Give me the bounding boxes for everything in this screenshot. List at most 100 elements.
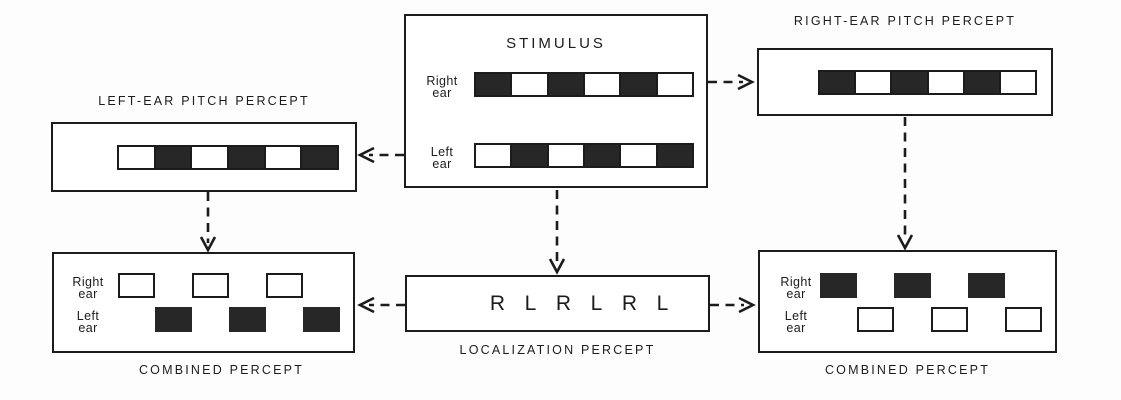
combined-left-title: COMBINED PERCEPT — [138, 363, 305, 377]
pattern-block-open — [192, 273, 229, 298]
localization-letter: R — [555, 292, 572, 315]
pattern-cell-open — [192, 147, 230, 168]
pattern-cell-filled — [621, 74, 658, 95]
pattern-cell-open — [548, 145, 585, 166]
combined-right-right-ear-row — [820, 273, 1042, 298]
combined-left-right-ear-row — [118, 273, 340, 298]
pattern-cell-filled — [155, 147, 193, 168]
pattern-block-filled — [820, 273, 857, 298]
left-pitch-title: LEFT-EAR PITCH PERCEPT — [98, 94, 310, 108]
combined-left-right-ear-label: Right ear — [72, 275, 104, 301]
pattern-slot — [155, 273, 192, 298]
combined-left-left-ear-label: Left ear — [76, 309, 100, 335]
pattern-slot — [155, 307, 192, 332]
pattern-slot — [931, 273, 968, 298]
left-pitch-box — [51, 122, 357, 192]
pattern-slot — [266, 307, 303, 332]
pattern-block-filled — [229, 307, 266, 332]
pattern-slot — [894, 307, 931, 332]
pattern-block-open — [857, 307, 894, 332]
localization-letter: L — [524, 292, 537, 315]
pattern-cell-filled — [548, 74, 585, 95]
pattern-block-filled — [303, 307, 340, 332]
pattern-cell-open — [265, 147, 303, 168]
pattern-slot — [229, 307, 266, 332]
pattern-slot — [820, 307, 857, 332]
stimulus-left-ear-strip — [474, 143, 694, 168]
combined-right-right-ear-label: Right ear — [780, 275, 812, 301]
combined-right-left-ear-label: Left ear — [784, 309, 808, 335]
left-pitch-strip — [117, 145, 339, 170]
pattern-slot — [192, 307, 229, 332]
pattern-slot — [229, 273, 266, 298]
localization-letter: R — [489, 292, 506, 315]
pattern-slot — [857, 273, 894, 298]
combined-left-left-ear-row — [118, 307, 340, 332]
pattern-cell-filled — [302, 147, 338, 168]
pattern-slot — [857, 307, 894, 332]
pattern-cell-open — [512, 74, 549, 95]
localization-letter: L — [656, 292, 669, 315]
combined-right-left-ear-row — [820, 307, 1042, 332]
combined-left-box: Right ear Left ear — [52, 252, 355, 353]
pattern-slot — [303, 273, 340, 298]
pattern-block-filled — [894, 273, 931, 298]
right-pitch-strip — [818, 70, 1037, 95]
pattern-block-filled — [968, 273, 1005, 298]
pattern-slot — [118, 307, 155, 332]
pattern-slot — [266, 273, 303, 298]
arrow-stimulus-to-localization — [548, 190, 566, 275]
arrow-right-pitch-to-combined-right — [896, 117, 914, 251]
pattern-cell-filled — [229, 147, 266, 168]
pattern-cell-filled — [512, 145, 549, 166]
pattern-cell-open — [928, 72, 965, 93]
arrow-left-pitch-to-combined-left — [199, 192, 217, 253]
localization-letter: R — [621, 292, 638, 315]
pattern-cell-open — [119, 147, 156, 168]
pattern-cell-open — [1000, 72, 1036, 93]
arrow-stimulus-to-right-pitch — [708, 73, 755, 91]
stimulus-left-ear-label: Left ear — [430, 145, 454, 171]
arrow-localization-to-combined-left — [357, 296, 405, 314]
pattern-cell-filled — [584, 145, 622, 166]
pattern-cell-open — [584, 74, 622, 95]
pattern-cell-open — [856, 72, 893, 93]
pattern-cell-open — [657, 74, 692, 95]
localization-letter: L — [590, 292, 603, 315]
pattern-cell-filled — [476, 74, 513, 95]
arrow-localization-to-combined-right — [710, 296, 756, 314]
stimulus-right-ear-strip — [474, 72, 694, 97]
stimulus-right-ear-label: Right ear — [426, 74, 458, 100]
pattern-cell-filled — [964, 72, 1001, 93]
pattern-slot — [1005, 273, 1042, 298]
pattern-slot — [1005, 307, 1042, 332]
pattern-block-open — [1005, 307, 1042, 332]
pattern-block-open — [266, 273, 303, 298]
pattern-block-open — [118, 273, 155, 298]
localization-title: LOCALIZATION PERCEPT — [459, 343, 656, 357]
combined-right-title: COMBINED PERCEPT — [824, 363, 991, 377]
pattern-slot — [820, 273, 857, 298]
stimulus-title: STIMULUS — [506, 35, 606, 52]
pattern-block-filled — [155, 307, 192, 332]
pattern-slot — [931, 307, 968, 332]
pattern-block-open — [931, 307, 968, 332]
pattern-slot — [303, 307, 340, 332]
pattern-cell-filled — [657, 145, 692, 166]
pattern-slot — [968, 307, 1005, 332]
right-pitch-box — [757, 48, 1053, 116]
pattern-slot — [894, 273, 931, 298]
pattern-cell-open — [476, 145, 513, 166]
pattern-cell-filled — [820, 72, 857, 93]
pattern-slot — [192, 273, 229, 298]
pattern-cell-filled — [892, 72, 929, 93]
right-pitch-title: RIGHT-EAR PITCH PERCEPT — [793, 14, 1017, 28]
pattern-slot — [118, 273, 155, 298]
stimulus-box: STIMULUS Right ear Left ear — [404, 14, 708, 188]
arrow-stimulus-to-left-pitch — [357, 146, 404, 164]
pattern-slot — [968, 273, 1005, 298]
pattern-cell-open — [621, 145, 658, 166]
